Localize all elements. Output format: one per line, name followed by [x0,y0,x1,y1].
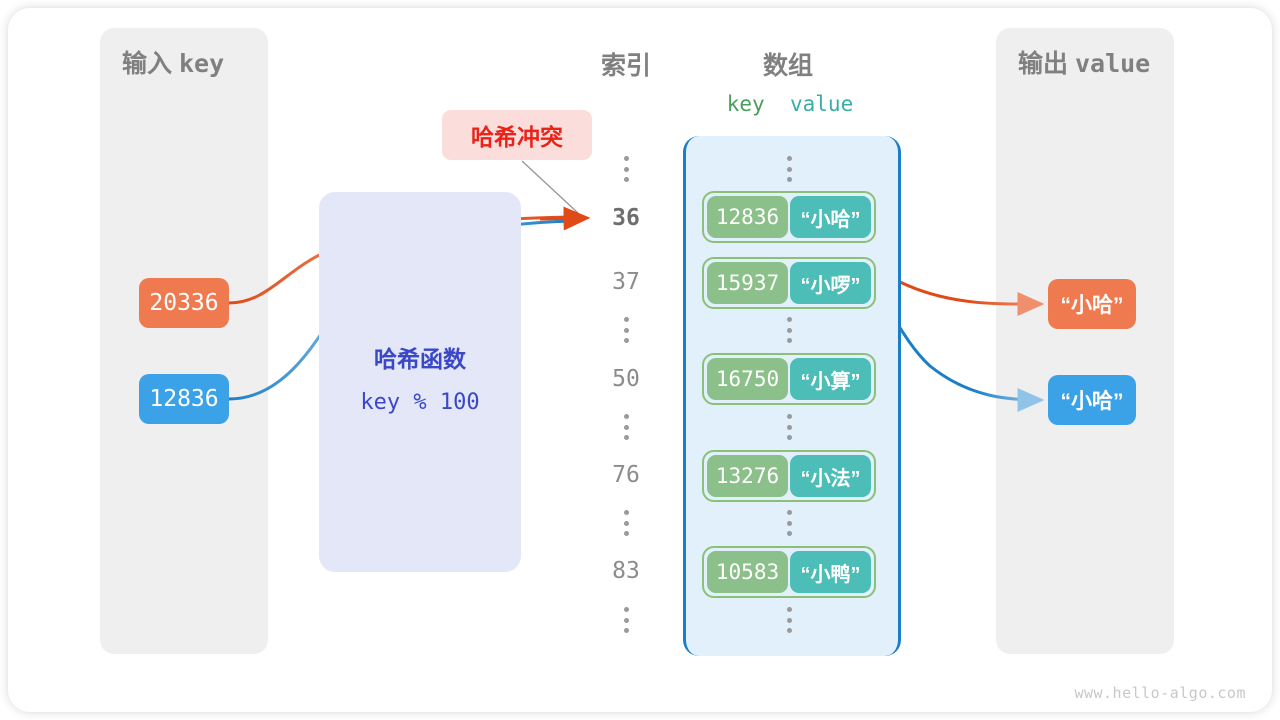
array-column-header: 数组 [762,52,813,80]
hash-function-label: 哈希函数 [374,346,466,372]
array-ellipsis-2 [781,414,797,440]
index-column-header: 索引 [600,52,651,80]
input-key-chip-1[interactable]: 12836 [139,374,229,424]
array-ellipsis-4 [781,607,797,633]
index-ellipsis-1 [618,317,634,343]
index-label-36: 36 [612,205,640,231]
array-ellipsis-3 [781,510,797,536]
input-panel-title-cjk: 输入 [122,50,173,78]
index-label-50: 50 [612,366,640,392]
bucket-row-1[interactable]: 15937 “小啰” [702,257,876,309]
index-label-37: 37 [612,269,640,295]
index-label-83: 83 [612,558,640,584]
hash-collision-badge: 哈希冲突 [442,110,592,160]
output-panel-title-cjk: 输出 [1018,50,1069,78]
bucket-row-2[interactable]: 16750 “小算” [702,353,876,405]
array-ellipsis-0 [781,156,797,182]
bucket-row-4[interactable]: 10583 “小鸭” [702,546,876,598]
site-watermark: www.hello-algo.com [1074,684,1246,702]
hash-function-expression: key % 100 [360,390,480,415]
input-key-chip-0[interactable]: 20336 [139,278,229,328]
key-header-label: key [726,92,765,116]
output-panel-title-mono: value [1074,49,1151,78]
bucket-key-3: 13276 [707,455,788,497]
bucket-value-4: “小鸭” [790,551,871,593]
bucket-value-2: “小算” [790,358,871,400]
bucket-key-2: 16750 [707,358,788,400]
index-ellipsis-2 [618,414,634,440]
input-panel-title-mono: key [178,49,225,78]
output-value-panel [996,28,1174,654]
output-value-chip-1[interactable]: “小哈” [1048,375,1136,425]
bucket-row-3[interactable]: 13276 “小法” [702,450,876,502]
bucket-key-4: 10583 [707,551,788,593]
bucket-value-1: “小啰” [790,262,871,304]
index-label-76: 76 [612,462,640,488]
index-ellipsis-4 [618,607,634,633]
bucket-value-3: “小法” [790,455,871,497]
value-header-label: value [790,92,854,116]
key-value-header: key value [700,92,880,116]
index-ellipsis-3 [618,510,634,536]
hash-function-box [319,192,521,572]
bucket-value-0: “小哈” [790,196,871,238]
input-key-panel [100,28,268,654]
bucket-row-0[interactable]: 12836 “小哈” [702,191,876,243]
output-panel-title: 输出 value [1018,44,1150,80]
array-ellipsis-1 [781,317,797,343]
bucket-key-0: 12836 [707,196,788,238]
input-panel-title: 输入 key [122,44,224,80]
bucket-key-1: 15937 [707,262,788,304]
output-value-chip-0[interactable]: “小哈” [1048,279,1136,329]
index-ellipsis-0 [618,156,634,182]
